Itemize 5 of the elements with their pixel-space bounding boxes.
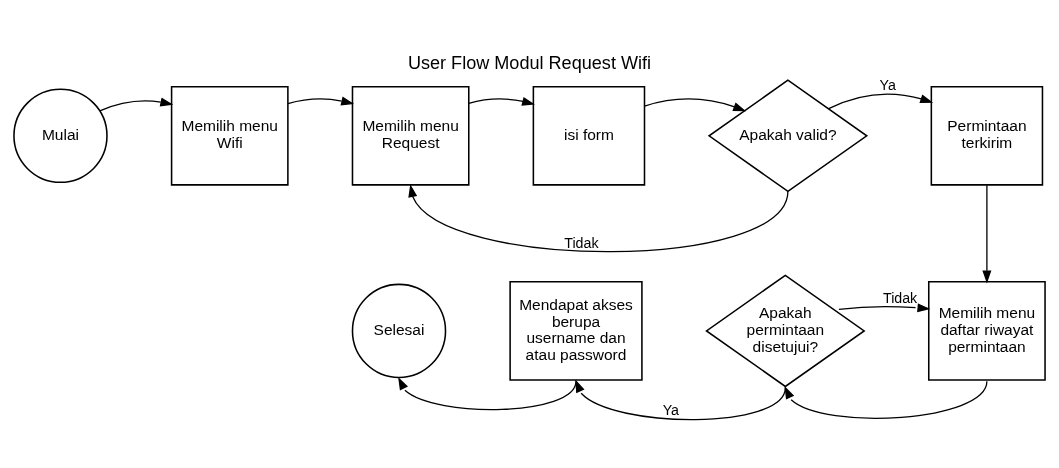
edge-label: Ya <box>879 76 896 93</box>
edge-label: Tidak <box>883 289 918 306</box>
edge-label: Ya <box>662 401 680 418</box>
edge-label: Tidak <box>564 234 599 250</box>
diagram-title: User Flow Modul Request Wifi <box>407 52 652 73</box>
